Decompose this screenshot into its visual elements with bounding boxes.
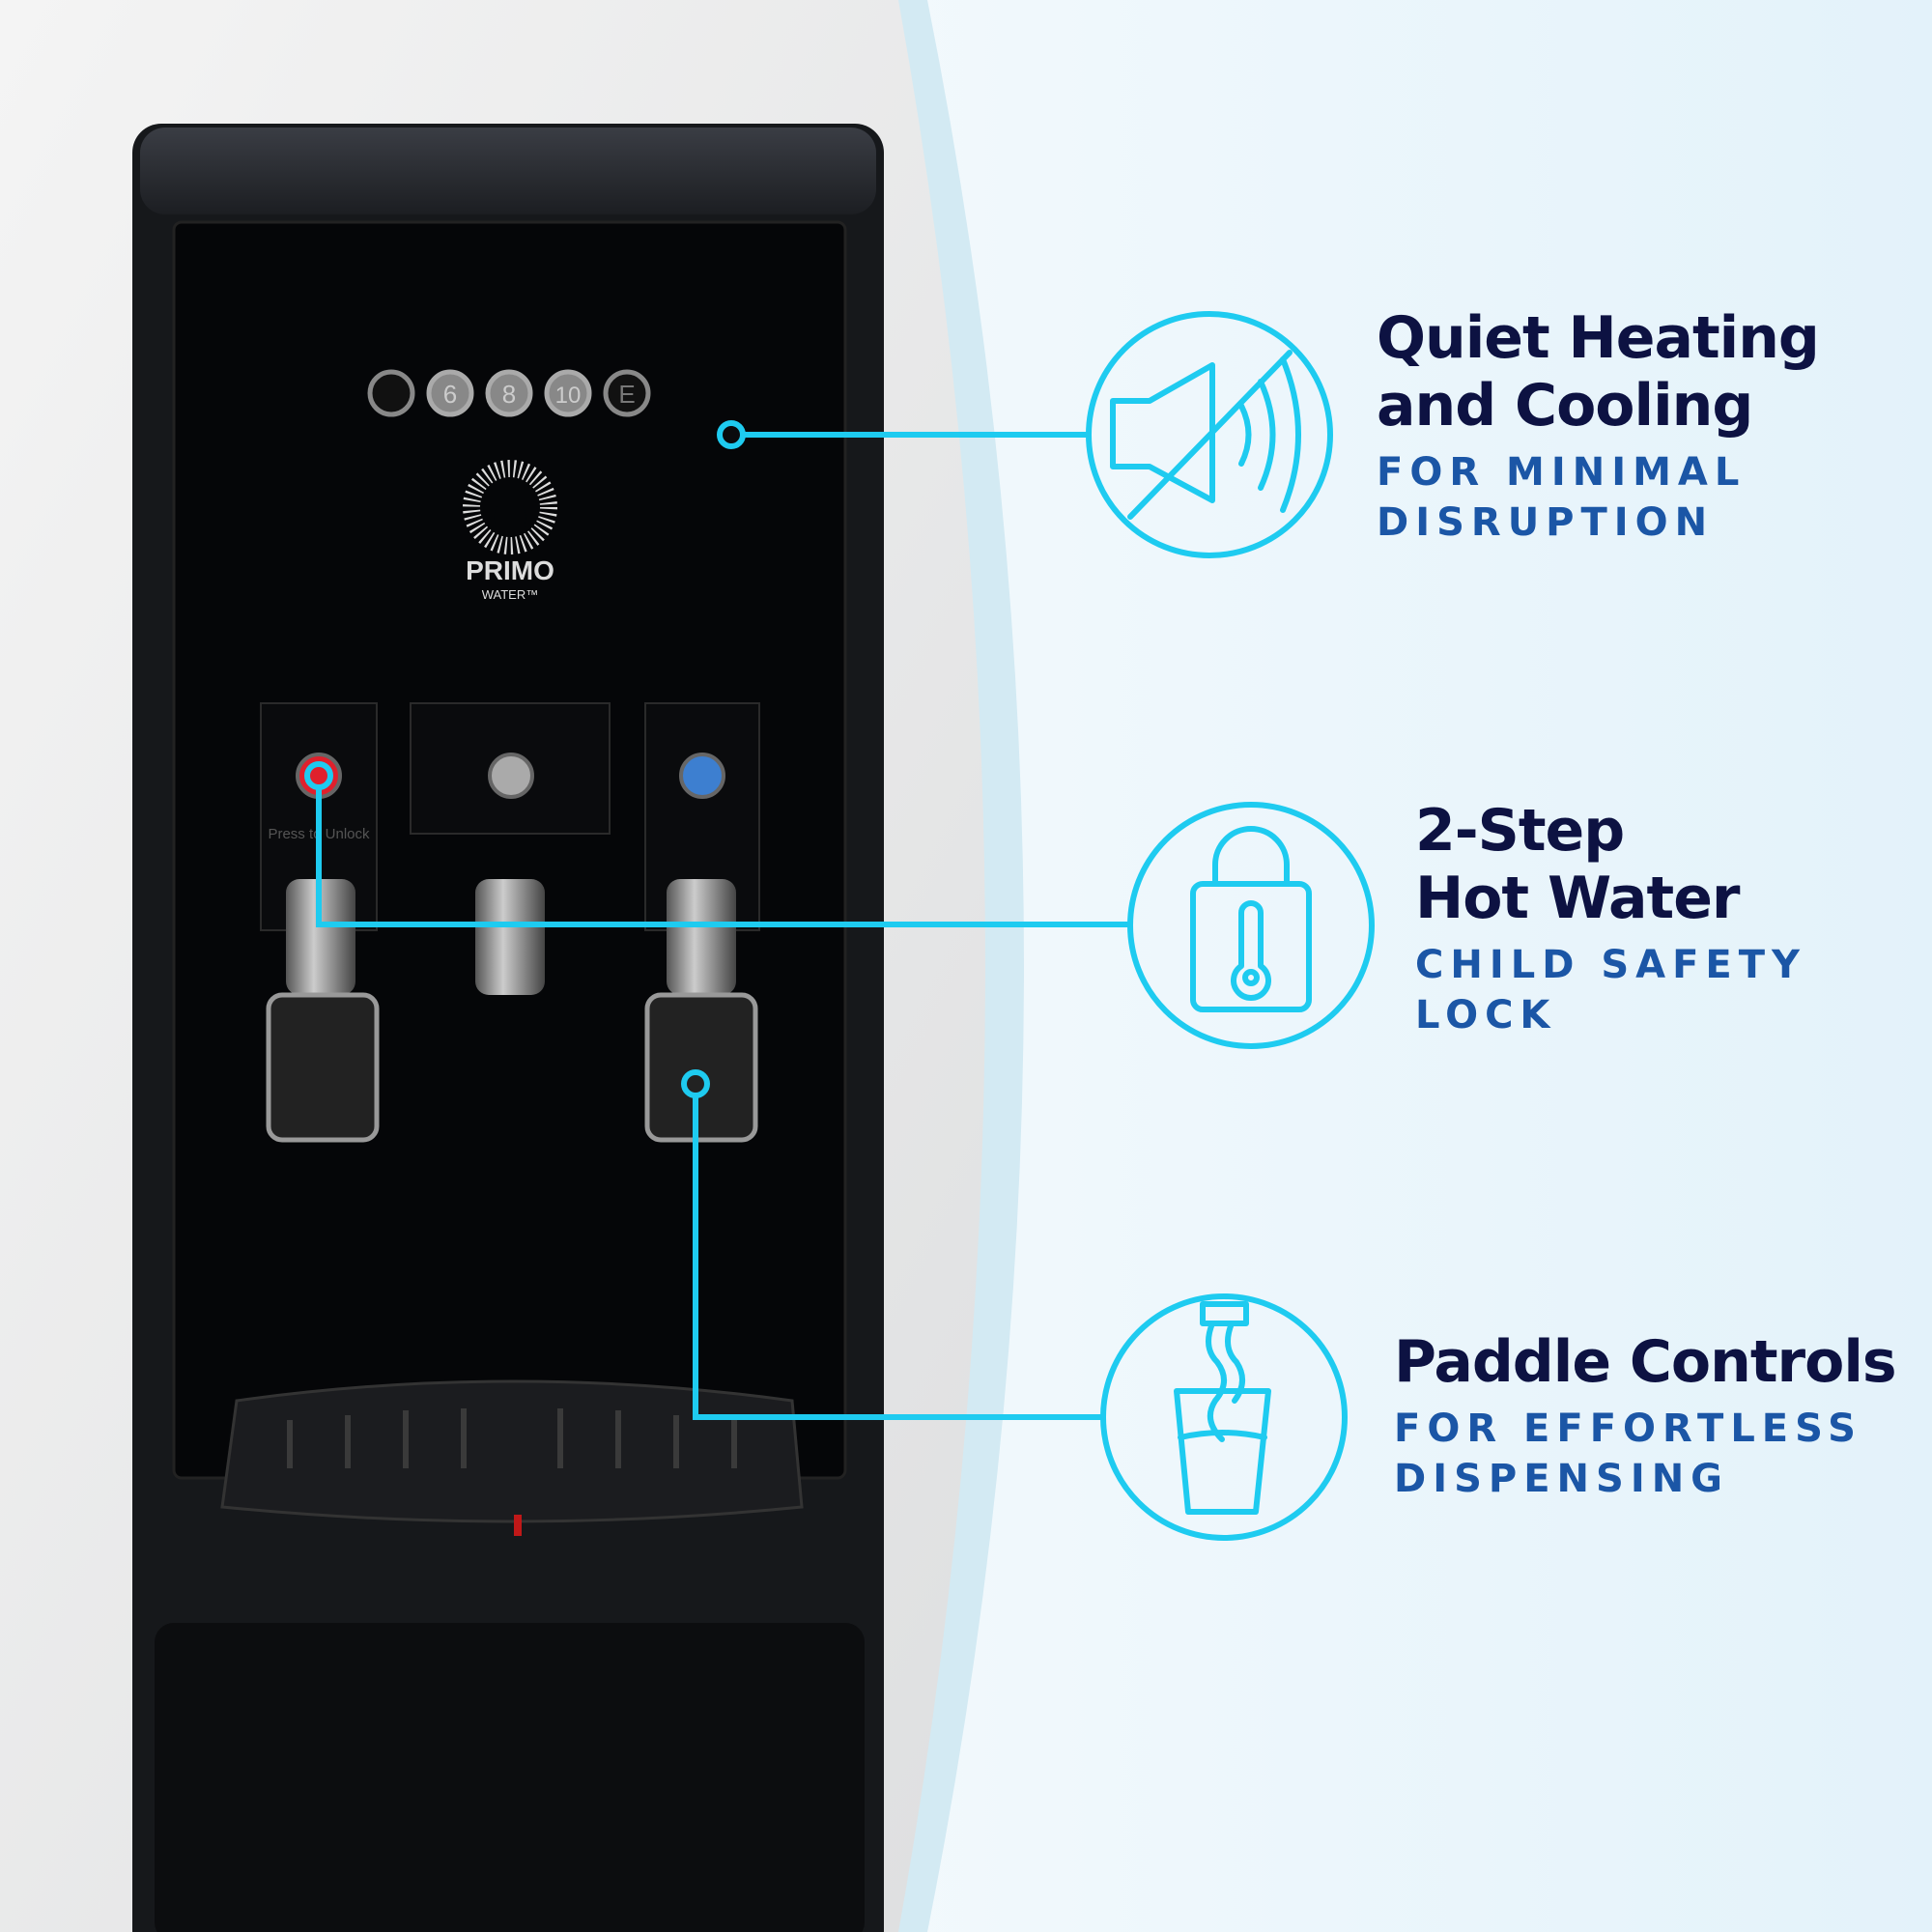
button-label: 8 xyxy=(502,380,516,409)
muted-speaker-icon xyxy=(1086,311,1333,558)
panel-button-8[interactable] xyxy=(485,369,533,417)
button-label: 6 xyxy=(443,380,457,409)
svg-text:PRIMO: PRIMO xyxy=(466,555,554,585)
hot-paddle[interactable] xyxy=(266,992,380,1143)
panel-button[interactable] xyxy=(367,369,415,417)
panel-button-10[interactable] xyxy=(544,369,592,417)
feature-subtitle: DISPENSING xyxy=(1394,1457,1730,1501)
feature-subtitle: LOCK xyxy=(1415,993,1557,1037)
feature-title: 2-Step xyxy=(1415,797,1625,865)
primo-logo: PRIMO WATER™ xyxy=(463,460,557,602)
panel-button-e[interactable] xyxy=(603,369,651,417)
drip-tray xyxy=(220,1379,804,1523)
glass-pour-icon xyxy=(1100,1293,1348,1541)
button-label: E xyxy=(618,380,635,409)
panel-button-6[interactable] xyxy=(426,369,474,417)
button-label: 10 xyxy=(555,383,582,409)
feature-title: and Cooling xyxy=(1377,372,1753,440)
feature-title: Paddle Controls xyxy=(1394,1328,1897,1396)
padlock-thermometer-icon xyxy=(1127,802,1375,1049)
room-temp-button[interactable] xyxy=(488,753,534,799)
feature-subtitle: FOR MINIMAL xyxy=(1377,450,1747,495)
cold-button[interactable] xyxy=(679,753,725,799)
feature-subtitle: FOR EFFORTLESS xyxy=(1394,1406,1862,1451)
feature-quiet: Quiet Heating and Cooling FOR MINIMAL DI… xyxy=(1377,304,1820,548)
feature-subtitle: CHILD SAFETY xyxy=(1415,943,1806,987)
feature-title: Quiet Heating xyxy=(1377,304,1820,372)
water-dispenser: 6 8 10 E PRIMO WATER™ Press to Unlock xyxy=(132,124,884,1932)
feature-paddle: Paddle Controls FOR EFFORTLESS DISPENSIN… xyxy=(1394,1328,1897,1504)
hot-spout xyxy=(286,879,355,995)
cold-spout xyxy=(667,879,736,995)
cold-paddle[interactable] xyxy=(644,992,758,1143)
room-spout xyxy=(475,879,545,995)
feature-child-lock: 2-Step Hot Water CHILD SAFETY LOCK xyxy=(1415,797,1806,1040)
panel-buttons: 6 8 10 E xyxy=(367,369,651,417)
svg-text:WATER™: WATER™ xyxy=(482,587,539,602)
feature-subtitle: DISRUPTION xyxy=(1377,500,1715,545)
feature-title: Hot Water xyxy=(1415,865,1741,932)
callout-lines xyxy=(304,420,1130,1420)
